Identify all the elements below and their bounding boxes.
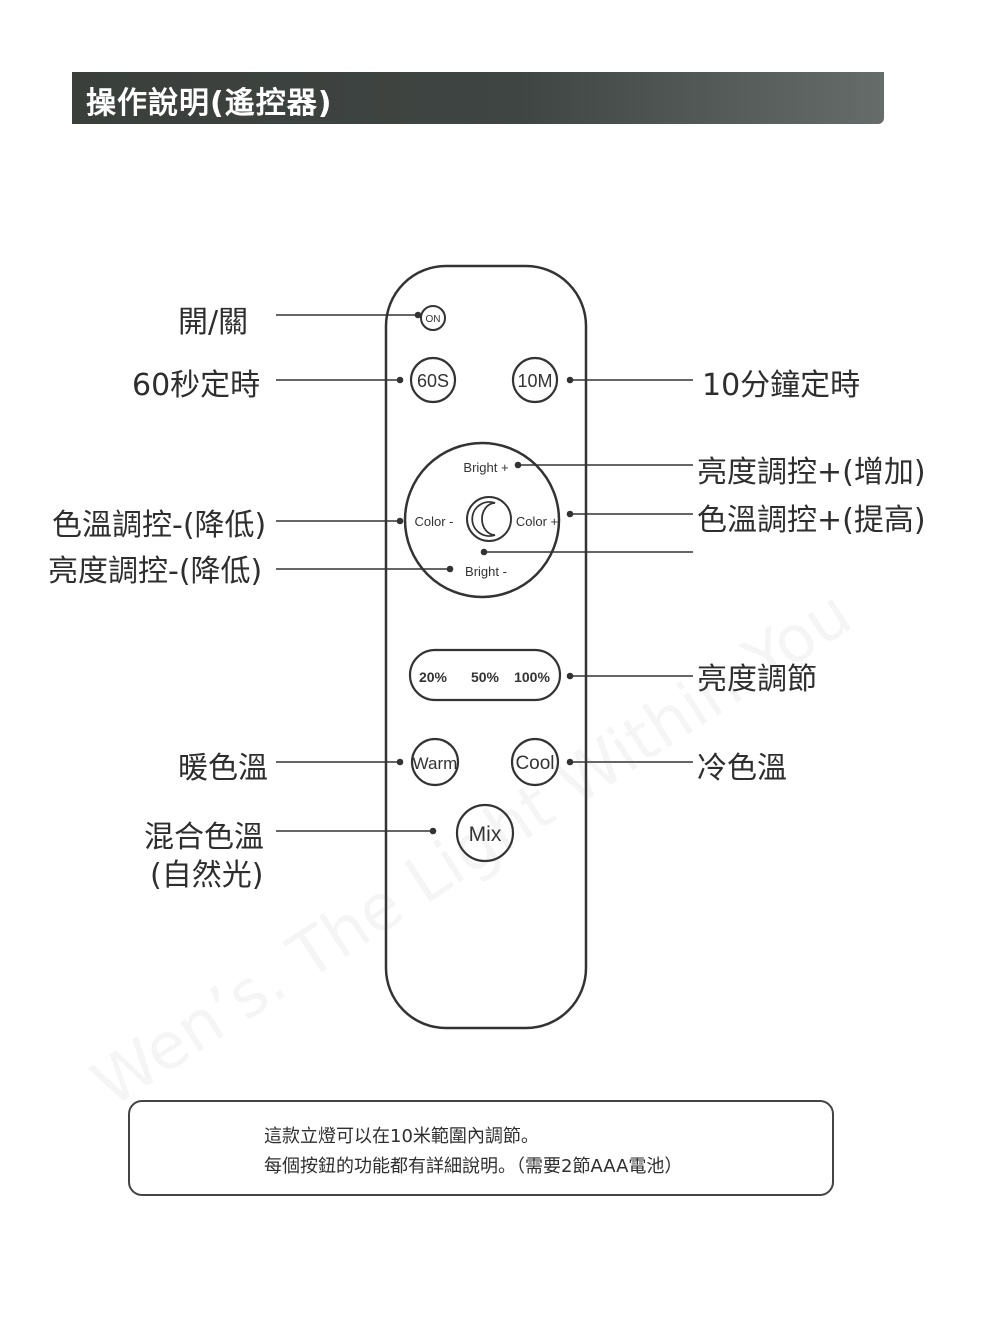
on-button-label: ON (426, 314, 441, 325)
warning-line-1: 這款立燈可以在10米範圍內調節。 (264, 1126, 539, 1147)
label-timer-60s: 60秒定時 (132, 368, 261, 403)
section-header: 操作說明(遙控器) (72, 72, 884, 124)
timer-10m-button (511, 356, 559, 404)
cool-button-label: Cool (515, 753, 554, 774)
timer-60s-button-label: 60S (417, 371, 449, 391)
label-on-off: 開/關 (178, 305, 249, 340)
color-plus-label: Color + (516, 514, 558, 529)
warning-line-2: 每個按鈕的功能都有詳細說明。（需要2節AAA電池） (264, 1156, 683, 1177)
mix-button-label: Mix (469, 823, 502, 846)
warm-button-label: Warm (413, 754, 458, 773)
warning-box: 這款立燈可以在10米範圍內調節。 每個按鈕的功能都有詳細說明。（需要2節AAA電… (128, 1100, 834, 1196)
label-color-temp-up: 色溫調控+(提高) (697, 503, 926, 538)
label-brightness-up: 亮度調控+(增加) (697, 455, 926, 490)
pct-20-label: 20% (419, 669, 448, 685)
mix-button (455, 803, 515, 863)
pct-50-label: 50% (471, 669, 500, 685)
label-brightness-down: 亮度調控-(降低) (48, 554, 263, 589)
remote-body (384, 264, 588, 1030)
bright-plus-label: Bright + (463, 460, 508, 475)
label-cool: 冷色溫 (697, 751, 787, 786)
page-title: 操作說明(遙控器) (86, 86, 333, 121)
cool-button (510, 737, 560, 787)
color-minus-label: Color - (414, 514, 453, 529)
label-mix-line1: 混合色溫 (144, 820, 264, 855)
label-color-temp-down: 色溫調控-(降低) (52, 508, 267, 543)
label-brightness-level: 亮度調節 (697, 662, 817, 697)
moon-icon (471, 501, 496, 537)
label-warm: 暖色溫 (178, 751, 268, 786)
timer-60s-button (409, 356, 457, 404)
brightness-level-pill (408, 648, 562, 702)
label-mix-line2: (自然光) (150, 858, 264, 893)
pct-100-label: 100% (514, 669, 550, 685)
bright-minus-label: Bright - (465, 564, 507, 579)
timer-10m-button-label: 10M (517, 371, 552, 391)
on-button (420, 305, 446, 331)
label-timer-10m: 10分鐘定時 (702, 368, 861, 403)
warm-button (410, 737, 460, 787)
